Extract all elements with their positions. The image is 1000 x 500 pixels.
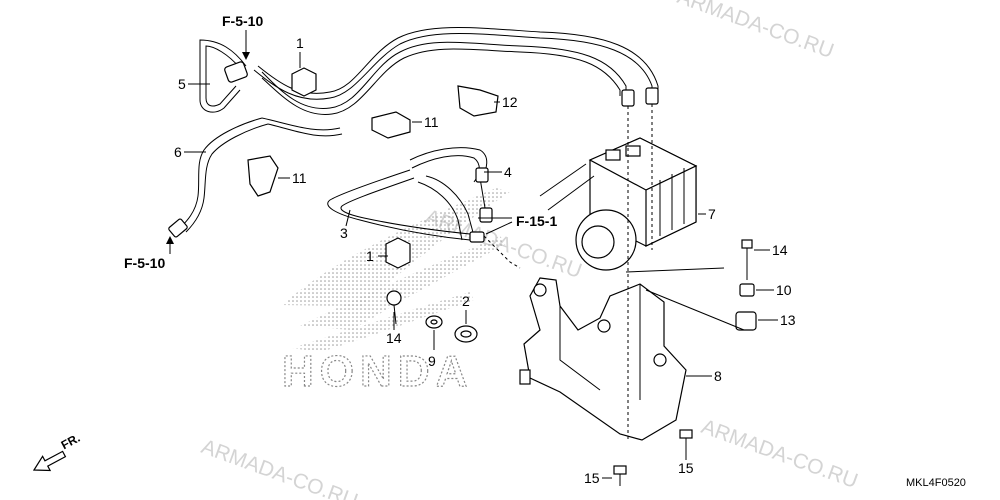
callout-11-left: 11 (292, 170, 307, 186)
callout-5: 5 (178, 76, 186, 92)
pipe-clips (247, 67, 499, 269)
pipe-fittings (168, 61, 659, 243)
callout-4: 4 (504, 164, 512, 180)
callout-6: 6 (174, 144, 182, 160)
ref-f-5-10-top: F-5-10 (222, 13, 263, 29)
front-direction-arrow: FR. (32, 431, 83, 472)
diagram-code: MKL4F0520 (906, 477, 966, 489)
callout-15-right: 15 (678, 460, 694, 476)
callout-10: 10 (776, 282, 792, 298)
callout-7: 7 (708, 206, 716, 222)
callout-9: 9 (428, 353, 436, 369)
callout-1-top: 1 (296, 35, 304, 51)
callout-14-right: 14 (772, 242, 788, 258)
leader-lines (184, 52, 778, 479)
honda-wordmark: HONDA (282, 347, 473, 396)
callout-15-bottom: 15 (584, 470, 600, 486)
callout-1-bottom: 1 (366, 248, 374, 264)
watermark-bottom-right: ARMADA-CO.RU (698, 415, 860, 493)
brake-pipes (179, 27, 659, 241)
reference-labels: F-5-10 F-5-10 F-15-1 (124, 13, 557, 271)
callout-13: 13 (780, 312, 796, 328)
abs-modulator (575, 137, 698, 271)
callout-8: 8 (714, 368, 722, 384)
callout-14-left: 14 (386, 330, 402, 346)
callout-3: 3 (340, 225, 348, 241)
fr-label: FR. (59, 431, 83, 452)
callout-2: 2 (462, 293, 470, 309)
watermark-bottom: ARMADA-CO.RU (198, 435, 360, 500)
ref-f-5-10-bottom: F-5-10 (124, 255, 165, 271)
abs-bracket (519, 277, 687, 441)
small-parts (386, 239, 757, 486)
callout-12: 12 (502, 94, 518, 110)
callouts: 1 5 6 11 11 12 4 3 1 7 14 10 13 2 14 9 8… (174, 35, 796, 486)
callout-11-right: 11 (424, 114, 439, 130)
ref-f-15-1: F-15-1 (516, 213, 557, 229)
watermark-top-right: ARMADA-CO.RU (674, 0, 836, 63)
